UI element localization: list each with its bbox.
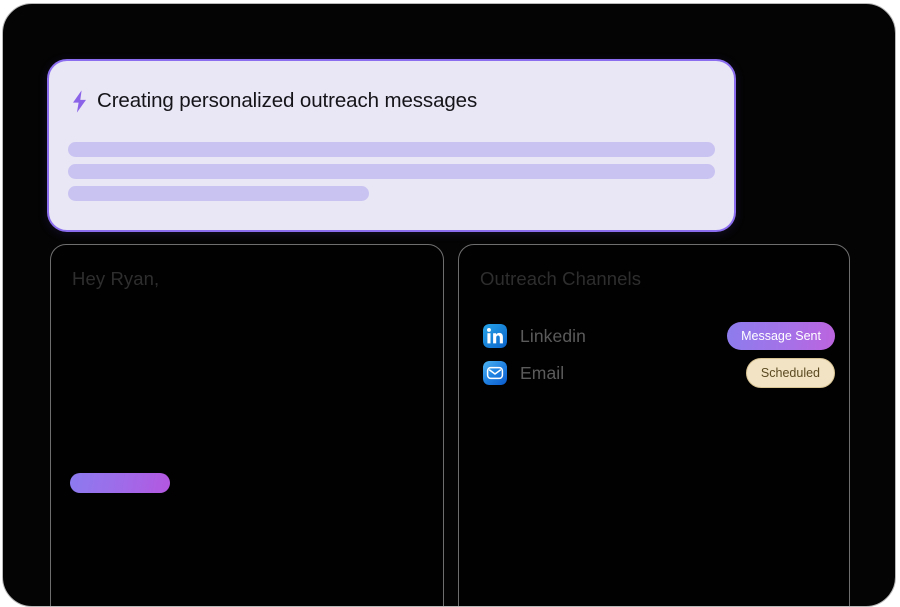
channels-panel-title: Outreach Channels: [480, 268, 642, 289]
channels-panel: Outreach Channels: [458, 244, 850, 606]
channel-status-badge: Message Sent: [727, 321, 835, 350]
email-icon: [483, 360, 507, 385]
message-body-pill: [70, 473, 170, 493]
skeleton-line: [68, 164, 715, 179]
skeleton-line: [68, 142, 715, 157]
lightning-bolt-icon: [73, 89, 86, 113]
channel-label: Linkedin: [520, 325, 586, 346]
status-card: Creating personalized outreach messages: [47, 59, 736, 232]
skeleton-placeholder-group: [68, 142, 715, 201]
linkedin-icon: [483, 323, 507, 348]
channel-status-badge: Scheduled: [745, 357, 835, 388]
skeleton-line: [68, 186, 369, 201]
status-card-title: Creating personalized outreach messages: [97, 89, 478, 112]
status-card-header: Creating personalized outreach messages: [71, 89, 477, 113]
device-frame: Creating personalized outreach messages …: [2, 3, 896, 607]
channel-list: Linkedin Message Sent: [459, 317, 849, 391]
message-panel: Hey Ryan,: [50, 244, 444, 606]
message-panel-title: Hey Ryan,: [72, 268, 160, 289]
channel-row-email[interactable]: Email Scheduled: [459, 354, 849, 391]
channel-label: Email: [520, 362, 565, 383]
channel-row-linkedin[interactable]: Linkedin Message Sent: [459, 317, 849, 354]
